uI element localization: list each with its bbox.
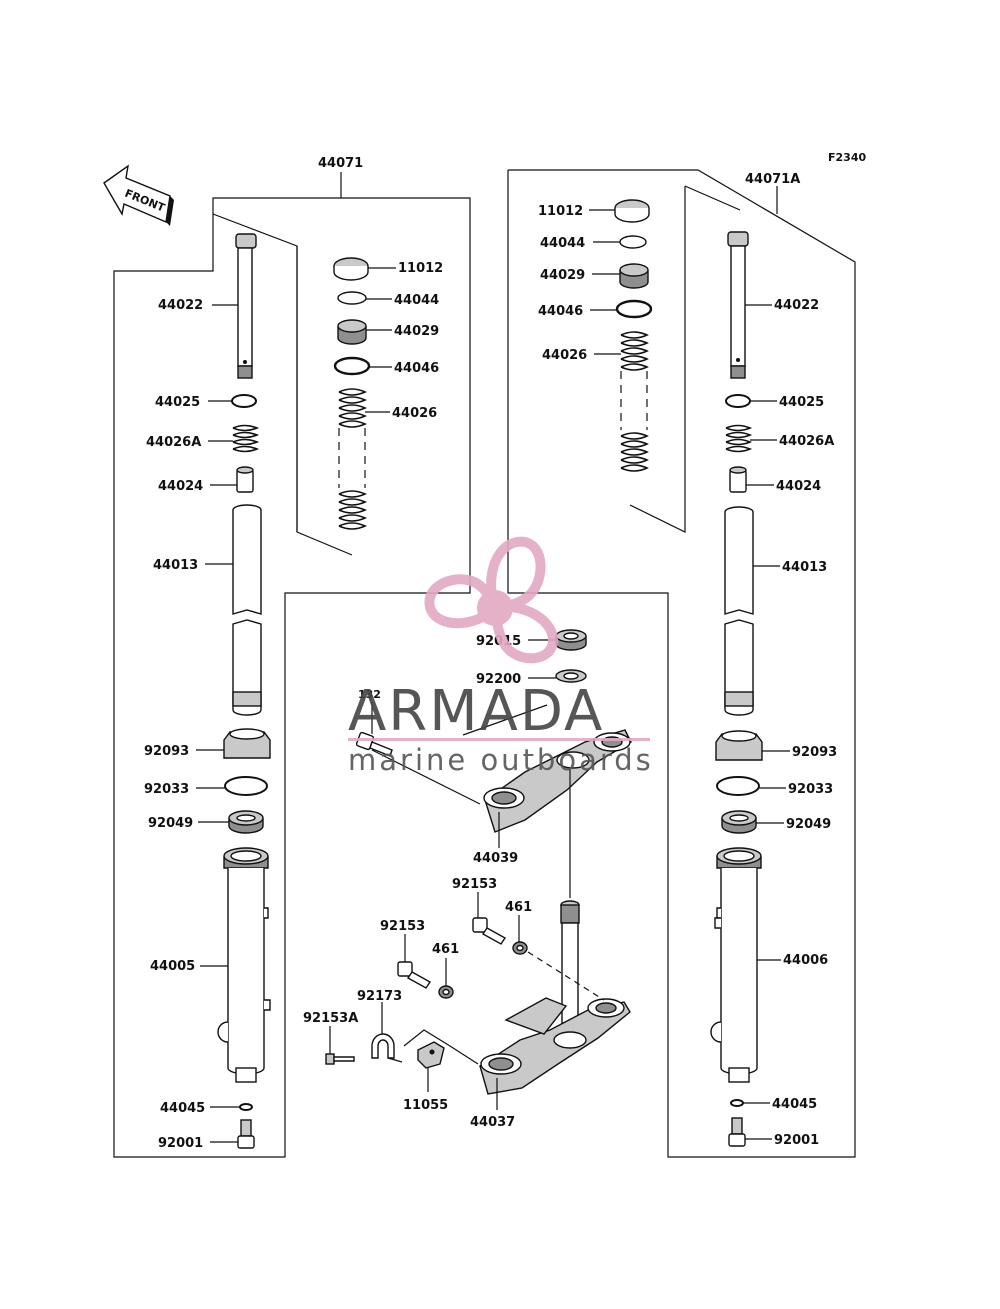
part-44005-outer-tube-left (217, 847, 271, 1083)
label-44025-left: 44025 (155, 395, 200, 410)
watermark-brand: ARMADA (348, 679, 604, 744)
label-92153-upper: 92153 (452, 877, 497, 892)
label-92049-right: 92049 (786, 817, 831, 832)
part-44024-piece-right (729, 466, 747, 493)
part-92033-circlip-right (716, 776, 760, 796)
label-44006: 44006 (783, 953, 828, 968)
part-44044-ring-right (619, 235, 647, 249)
label-44039: 44039 (473, 851, 518, 866)
part-44022-damper-rod-right (727, 231, 749, 379)
label-44044-right: 44044 (540, 236, 585, 251)
label-11012-right: 11012 (538, 204, 583, 219)
part-92200-washer (555, 669, 587, 683)
label-44037: 44037 (470, 1115, 515, 1130)
label-44022-right: 44022 (774, 298, 819, 313)
part-92049-oil-seal-right (721, 810, 757, 834)
part-44025-ring-left (231, 394, 257, 408)
label-11055: 11055 (403, 1098, 448, 1113)
label-44024-right: 44024 (776, 479, 821, 494)
propeller-logo-icon (424, 536, 559, 664)
label-92153-lower: 92153 (380, 919, 425, 934)
part-92093-dust-seal-left (223, 728, 271, 759)
part-44026A-spring-right (725, 424, 753, 453)
part-92173-clamp (371, 1033, 403, 1063)
part-92153-bolt-lower (397, 961, 432, 989)
part-92153-bolt-upper (472, 917, 507, 945)
label-92033-left: 92033 (144, 782, 189, 797)
part-44029-collar-left (337, 319, 367, 345)
part-44045-washer-right (730, 1099, 744, 1107)
label-92001-right: 92001 (774, 1133, 819, 1148)
part-44046-oring-left (333, 356, 371, 376)
label-92049-left: 92049 (148, 816, 193, 831)
part-44022-damper-rod-left (235, 233, 257, 379)
label-44013-left: 44013 (153, 558, 198, 573)
part-92049-oil-seal-left (228, 810, 264, 834)
part-92093-dust-seal-right (715, 730, 763, 761)
label-92093-right: 92093 (792, 745, 837, 760)
label-44026-left: 44026 (392, 406, 437, 421)
part-44044-ring-left (337, 291, 367, 305)
part-92001-bolt-left (237, 1119, 255, 1149)
watermark-tagline: marine outboards (348, 743, 654, 777)
front-arrow-icon: FRONT (103, 164, 174, 226)
part-44026-spring-right (620, 331, 649, 472)
part-44045-washer-left (239, 1103, 253, 1111)
part-461-washer-lower (438, 985, 454, 999)
part-11012-cap-right (614, 199, 650, 223)
label-44045-left: 44045 (160, 1101, 205, 1116)
label-11012-left: 11012 (398, 261, 443, 276)
armada-watermark: ARMADA marine outboards (348, 536, 654, 777)
label-44071A: 44071A (745, 172, 800, 187)
part-92001-bolt-right (728, 1117, 746, 1147)
part-44037-lower-bracket (479, 997, 631, 1095)
part-44026-spring-left (338, 388, 367, 530)
label-44046-left: 44046 (394, 361, 439, 376)
part-44046-oring-right (615, 299, 653, 319)
part-11055-bracket (417, 1041, 445, 1069)
label-44071: 44071 (318, 156, 363, 171)
label-461-lower: 461 (432, 942, 459, 957)
label-92033-right: 92033 (788, 782, 833, 797)
label-44045-right: 44045 (772, 1097, 817, 1112)
part-44024-piece-left (236, 466, 254, 493)
label-44005: 44005 (150, 959, 195, 974)
part-44025-ring-right (725, 394, 751, 408)
part-92153A-bolt (325, 1053, 355, 1065)
label-461-upper: 461 (505, 900, 532, 915)
label-44026A-left: 44026A (146, 435, 201, 450)
label-92200: 92200 (476, 672, 521, 687)
part-44029-collar-right (619, 263, 649, 289)
label-44013-right: 44013 (782, 560, 827, 575)
part-92033-circlip-left (224, 776, 268, 796)
label-132: 132 (358, 688, 381, 701)
part-steering-stem (560, 768, 580, 1040)
label-44046-right: 44046 (538, 304, 583, 319)
part-44026A-spring-left (232, 424, 260, 453)
label-92153A: 92153A (303, 1011, 358, 1026)
label-44029-right: 44029 (540, 268, 585, 283)
label-44029-left: 44029 (394, 324, 439, 339)
diagram-code: F2340 (828, 151, 866, 164)
label-44024-left: 44024 (158, 479, 203, 494)
label-44022-left: 44022 (158, 298, 203, 313)
part-44013-inner-tube-right (724, 506, 754, 716)
label-44026A-right: 44026A (779, 434, 834, 449)
label-92001-left: 92001 (158, 1136, 203, 1151)
part-44006-outer-tube-right (710, 847, 762, 1083)
part-132-bolt (355, 731, 393, 757)
label-44044-left: 44044 (394, 293, 439, 308)
part-92015-nut (555, 629, 587, 651)
label-44026-right: 44026 (542, 348, 587, 363)
part-461-washer-upper (512, 941, 528, 955)
part-11012-cap-left (333, 257, 369, 281)
part-44039-upper-bracket (483, 729, 632, 833)
label-92093-left: 92093 (144, 744, 189, 759)
label-44025-right: 44025 (779, 395, 824, 410)
part-44013-inner-tube-left (232, 504, 262, 716)
label-92173: 92173 (357, 989, 402, 1004)
